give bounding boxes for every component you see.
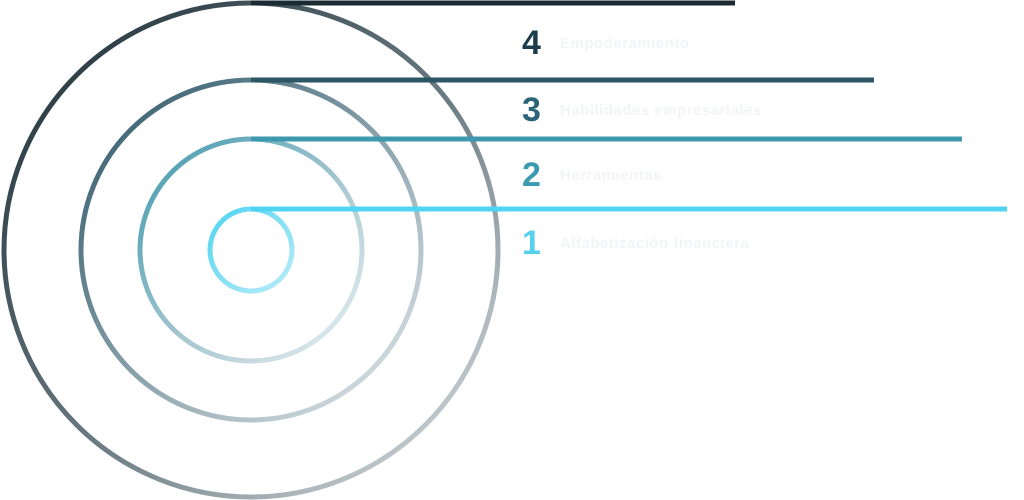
level-2: 2 Herramientas bbox=[522, 158, 662, 192]
level-4-label: Empoderamiento bbox=[560, 34, 690, 52]
ring-3 bbox=[78, 77, 424, 423]
ring-2 bbox=[137, 136, 365, 364]
level-3-label: Habilidades empresariales bbox=[560, 101, 762, 119]
level-2-label: Herramientas bbox=[560, 166, 662, 184]
ring-4 bbox=[1, 0, 501, 500]
ring-1 bbox=[207, 206, 295, 294]
level-1-number: 1 bbox=[522, 224, 541, 262]
level-1: 1 Alfabetización financiera bbox=[522, 226, 749, 260]
level-4-number: 4 bbox=[522, 24, 541, 62]
level-2-number: 2 bbox=[522, 156, 541, 194]
level-1-label: Alfabetización financiera bbox=[560, 234, 750, 252]
level-4: 4 Empoderamiento bbox=[522, 26, 690, 60]
level-3: 3 Habilidades empresariales bbox=[522, 93, 762, 127]
level-3-number: 3 bbox=[522, 91, 541, 129]
